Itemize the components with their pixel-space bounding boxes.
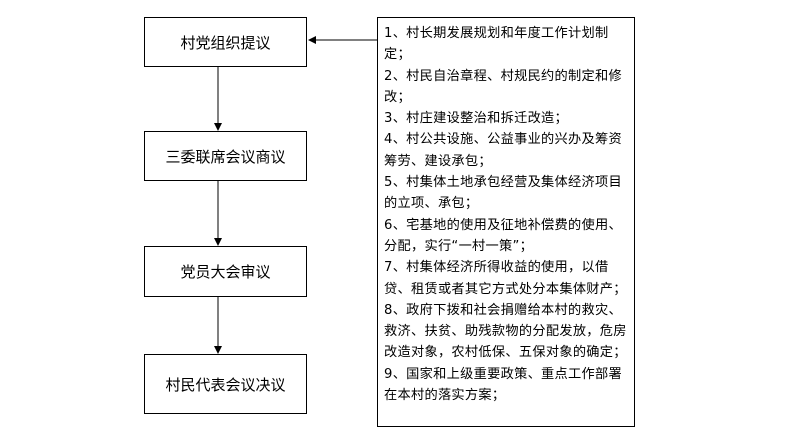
step-village-party-proposal: 村党组织提议 xyxy=(144,17,307,67)
matter-item: 7、村集体经济所得收益的使用，以借贷、租赁或者其它方式处分本集体财产； xyxy=(384,260,627,297)
matter-item: 5、村集体土地承包经营及集体经济项目的立项、承包； xyxy=(384,175,622,212)
connector-arrows xyxy=(214,36,377,354)
step-label: 党员大会审议 xyxy=(180,263,271,281)
matter-item: 9、国家和上级重要政策、重点工作部署在本村的落实方案； xyxy=(384,366,622,404)
matter-item: 8、政府下拨和社会捐赠给本村的救灾、救济、扶贫、助残款物的分配发放，危房改造对象… xyxy=(384,302,627,361)
step-label: 村民代表会议决议 xyxy=(165,375,286,394)
step-label: 三委联席会议商议 xyxy=(165,147,286,166)
step-villager-representative-resolution: 村民代表会议决议 xyxy=(144,354,307,414)
step-label: 村党组织提议 xyxy=(180,33,271,52)
matter-item: 2、村民自治章程、村规民约的制定和修改； xyxy=(384,68,622,105)
matter-item: 1、村长期发展规划和年度工作计划制定； xyxy=(384,26,609,63)
matter-item: 4、村公共设施、公益事业的兴办及筹资筹劳、建设承包； xyxy=(384,132,622,169)
decision-matters-list: 1、村长期发展规划和年度工作计划制定； 2、村民自治章程、村规民约的制定和修改；… xyxy=(377,17,635,427)
matter-item: 3、村庄建设整治和拆迁改造； xyxy=(384,111,569,127)
matter-item: 6、宅基地的使用及征地补偿费的使用、分配，实行“一村一策”； xyxy=(384,217,622,254)
step-party-member-review: 党员大会审议 xyxy=(144,246,307,297)
step-three-committee-meeting: 三委联席会议商议 xyxy=(144,131,307,181)
